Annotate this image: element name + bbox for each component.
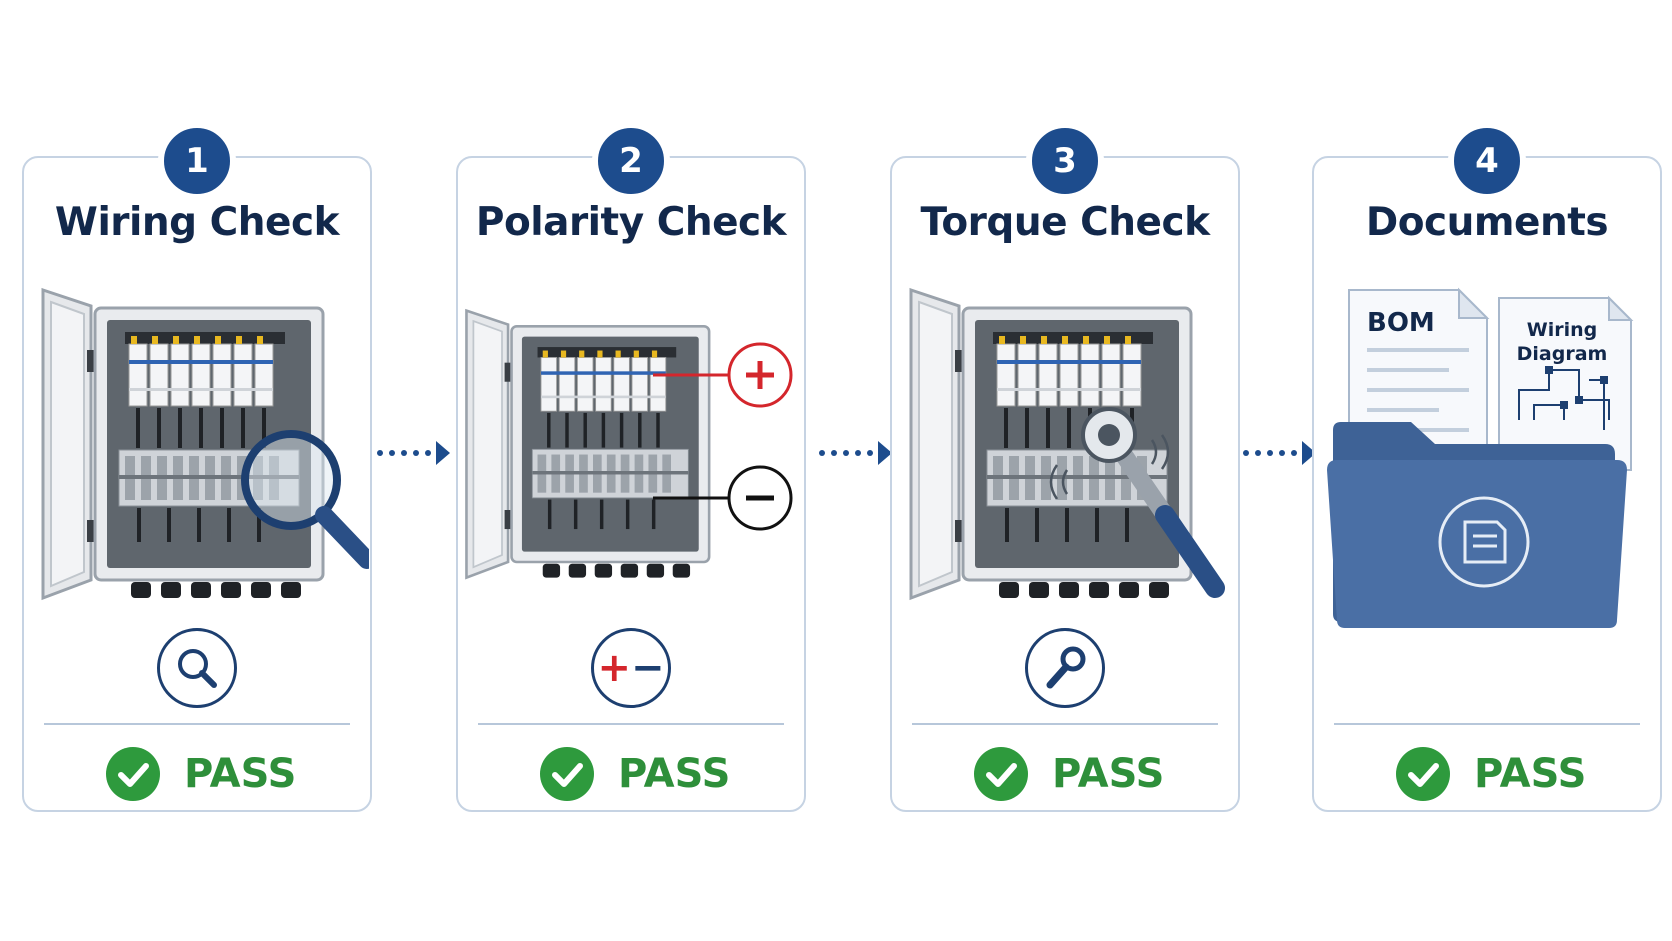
status-label: PASS <box>1474 751 1587 797</box>
magnifier-icon <box>157 628 237 708</box>
minus-symbol: − <box>631 645 665 691</box>
flow-arrow <box>1240 438 1320 468</box>
plus-minus-icon: + − <box>591 628 671 708</box>
minus-terminal-icon <box>727 465 793 531</box>
step-title: Documents <box>1365 200 1609 245</box>
step-number-badge: 1 <box>158 122 236 200</box>
status-row: PASS <box>24 743 370 803</box>
status-label: PASS <box>1052 751 1165 797</box>
wrench-icon <box>1025 628 1105 708</box>
check-icon <box>540 747 594 801</box>
wiring-diagram-document-label: Wiring Diagram <box>1507 318 1617 366</box>
step-title: Wiring Check <box>54 200 340 245</box>
flow-arrow <box>816 438 896 468</box>
wrench-icon <box>1081 407 1225 598</box>
step-title: Torque Check <box>920 200 1210 245</box>
step-card-torque: 3 Torque Check PASS <box>890 122 1240 812</box>
step-number-badge: 3 <box>1026 122 1104 200</box>
enclosure-illustration <box>897 270 1237 630</box>
documents-illustration: BOM Wiring Diagram <box>1319 270 1659 630</box>
status-label: PASS <box>618 751 731 797</box>
status-label: PASS <box>184 751 297 797</box>
step-number-badge: 2 <box>592 122 670 200</box>
check-icon <box>106 747 160 801</box>
status-row: PASS <box>892 743 1238 803</box>
wiring-diagram-label-line1: Wiring <box>1526 319 1598 341</box>
status-row: PASS <box>1314 743 1660 803</box>
status-row: PASS <box>458 743 804 803</box>
flow-arrow <box>374 438 454 468</box>
enclosure-illustration <box>463 270 803 630</box>
step-number-badge: 4 <box>1448 122 1526 200</box>
divider <box>1334 723 1640 725</box>
plus-symbol: + <box>597 645 631 691</box>
divider <box>912 723 1218 725</box>
check-icon <box>1396 747 1450 801</box>
plus-terminal-icon <box>727 342 793 408</box>
divider <box>44 723 350 725</box>
divider <box>478 723 784 725</box>
document-icon <box>1463 520 1507 564</box>
step-card-documents: 4 Documents <box>1312 122 1662 812</box>
enclosure-illustration <box>29 270 376 630</box>
magnifier-icon <box>241 430 376 569</box>
step-title: Polarity Check <box>475 200 787 245</box>
wiring-diagram-label-line2: Diagram <box>1516 343 1608 365</box>
step-card-wiring: 1 Wiring Check PASS <box>22 122 376 812</box>
step-card-polarity: 2 Polarity Check + − PASS <box>456 122 806 812</box>
check-icon <box>974 747 1028 801</box>
bom-document-label: BOM <box>1367 308 1435 338</box>
